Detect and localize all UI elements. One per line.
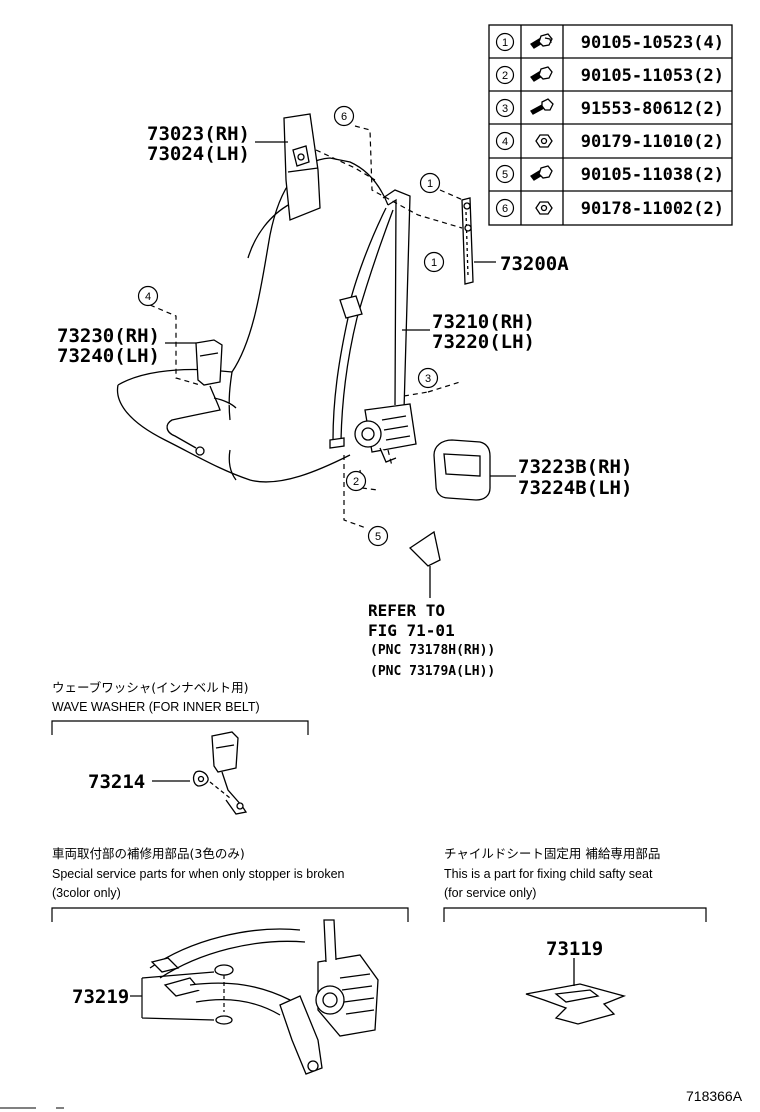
label-stopper: 73219 bbox=[72, 986, 129, 1008]
nut-icon bbox=[535, 201, 553, 215]
nut-icon bbox=[535, 134, 553, 148]
refer-line-1: REFER TO bbox=[368, 601, 445, 620]
callout-5-label: 5 bbox=[375, 531, 381, 543]
table-ref-3: 3 bbox=[502, 103, 508, 115]
bolt-icon bbox=[530, 165, 553, 181]
wave-washer-buckle bbox=[192, 731, 248, 815]
callout-1 bbox=[419, 172, 441, 194]
callout-6 bbox=[333, 105, 355, 127]
section-bracket bbox=[51, 907, 409, 922]
retractor-cover bbox=[433, 439, 491, 501]
table-ref-1: 1 bbox=[502, 37, 508, 49]
child-seat-title-jp: チャイルドシート固定用 補給専用部品 bbox=[444, 846, 660, 861]
label-child-seat: 73119 bbox=[546, 938, 603, 960]
stopper-belt-assembly bbox=[149, 919, 379, 1075]
child-seat-title-en-2: (for service only) bbox=[444, 886, 536, 900]
figure-id: 718366A bbox=[686, 1088, 743, 1104]
callout-1-label: 1 bbox=[431, 257, 437, 269]
stopper-title-jp: 車両取付部の補修用部品(3色のみ) bbox=[52, 846, 245, 861]
dashed-leaders bbox=[149, 125, 464, 529]
callout-2-label: 2 bbox=[353, 476, 359, 488]
label-anchor: 73200A bbox=[500, 253, 569, 275]
label-belt-lh: 73220(LH) bbox=[432, 331, 535, 353]
refer-line-4: (PNC 73179A(LH)) bbox=[370, 664, 495, 679]
table-ref-6: 6 bbox=[502, 203, 508, 215]
stopper-title-en-1: Special service parts for when only stop… bbox=[52, 867, 345, 881]
wave-washer-title-en: WAVE WASHER (FOR INNER BELT) bbox=[52, 700, 260, 714]
callout-3 bbox=[417, 367, 439, 389]
table-part-4: 90179-11010(2) bbox=[581, 132, 724, 152]
stopper-title-en-2: (3color only) bbox=[52, 886, 121, 900]
callout-4 bbox=[137, 285, 159, 307]
callout-3-label: 3 bbox=[425, 373, 431, 385]
table-ref-4: 4 bbox=[502, 136, 508, 148]
callout-2 bbox=[345, 470, 367, 492]
callout-4-label: 4 bbox=[145, 291, 151, 303]
table-part-6: 90178-11002(2) bbox=[581, 199, 724, 219]
label-wave-washer: 73214 bbox=[88, 771, 145, 793]
refer-line-2: FIG 71-01 bbox=[368, 621, 455, 640]
label-buckle-rh: 73230(RH) bbox=[57, 325, 160, 347]
section-bracket bbox=[443, 907, 707, 922]
refer-part-shape bbox=[408, 530, 441, 598]
table-part-1: 90105-10523(4) bbox=[581, 33, 724, 53]
callout-1 bbox=[423, 251, 445, 273]
screw-icon bbox=[530, 98, 554, 115]
table-part-3: 91553-80612(2) bbox=[581, 99, 724, 119]
label-buckle-lh: 73240(LH) bbox=[57, 345, 160, 367]
callout-1-label: 1 bbox=[427, 178, 433, 190]
shoulder-anchor bbox=[461, 197, 474, 285]
bolt-icon bbox=[530, 33, 553, 49]
table-ref-2: 2 bbox=[502, 70, 508, 82]
pillar-cover bbox=[283, 113, 321, 221]
callout-6-label: 6 bbox=[341, 111, 347, 123]
seat-outline bbox=[116, 157, 389, 483]
bolt-icon bbox=[530, 66, 553, 82]
refer-line-3: (PNC 73178H(RH)) bbox=[370, 643, 495, 658]
label-retractor-cover-lh: 73224B(LH) bbox=[518, 477, 632, 499]
label-retractor-cover-rh: 73223B(RH) bbox=[518, 456, 632, 478]
table-part-2: 90105-11053(2) bbox=[581, 66, 724, 86]
child-seat-title-en-1: This is a part for fixing child safty se… bbox=[444, 867, 653, 881]
seat-buckle bbox=[166, 339, 237, 456]
wave-washer-title-jp: ウェーブワッシャ(インナベルト用) bbox=[52, 680, 249, 695]
label-cover-lh: 73024(LH) bbox=[147, 143, 250, 165]
section-bracket bbox=[51, 720, 309, 735]
label-belt-rh: 73210(RH) bbox=[432, 311, 535, 333]
label-cover-rh: 73023(RH) bbox=[147, 123, 250, 145]
callout-5 bbox=[367, 525, 389, 547]
table-ref-5: 5 bbox=[502, 169, 508, 181]
retractor bbox=[354, 403, 417, 463]
child-seat-plate bbox=[525, 958, 627, 1025]
table-part-5: 90105-11038(2) bbox=[581, 165, 724, 185]
shoulder-belt bbox=[329, 189, 411, 449]
fastener-table bbox=[488, 24, 733, 226]
